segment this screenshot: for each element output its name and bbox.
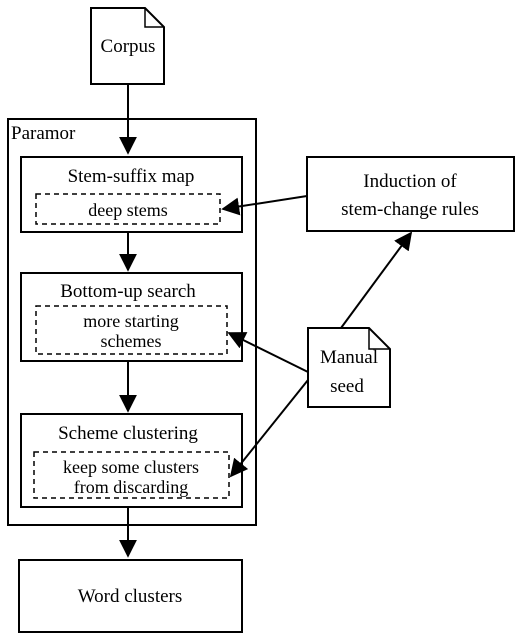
- bottom-up-search-label: Bottom-up search: [60, 281, 196, 302]
- more-starting-line1: more starting: [83, 311, 178, 331]
- scheme-clustering-label: Scheme clustering: [58, 423, 198, 444]
- deep-stems-box: [35, 193, 221, 225]
- induction-to-deep-stems-arrow: [221, 195, 308, 216]
- corpus-document: Corpus: [90, 7, 165, 85]
- keep-clusters-box: [33, 451, 230, 499]
- seed-to-keep-clusters-arrow: [229, 379, 309, 478]
- manual-seed-document: Manual seed: [307, 327, 391, 408]
- word-clusters-box: Word clusters: [18, 559, 243, 633]
- manual-line2: seed: [330, 376, 364, 397]
- keep-line2: from discarding: [74, 477, 188, 497]
- deep-stems-label: deep stems: [88, 200, 167, 220]
- more-starting-schemes-box: [35, 305, 228, 355]
- keep-line1: keep some clusters: [63, 457, 199, 477]
- corpus-label: Corpus: [101, 36, 156, 57]
- stem-suffix-map-box: Stem-suffix map deep stems: [20, 156, 243, 233]
- manual-line1: Manual: [320, 347, 378, 368]
- word-clusters-label: Word clusters: [78, 586, 183, 607]
- induction-box: Induction of stem-change rules: [306, 156, 515, 232]
- stem-suffix-map-label: Stem-suffix map: [68, 166, 195, 187]
- scheme-clustering-box: Scheme clustering keep some clusters fro…: [20, 413, 243, 508]
- more-starting-line2: schemes: [101, 331, 162, 351]
- induction-line2: stem-change rules: [341, 199, 479, 220]
- paramor-label: Paramor: [11, 123, 76, 144]
- seed-to-induction-arrow: [340, 231, 413, 329]
- seed-to-more-starting-arrow: [227, 332, 309, 373]
- bottom-up-search-box: Bottom-up search more starting schemes: [20, 272, 243, 362]
- paramor-box: [7, 118, 257, 526]
- induction-line1: Induction of: [363, 171, 457, 192]
